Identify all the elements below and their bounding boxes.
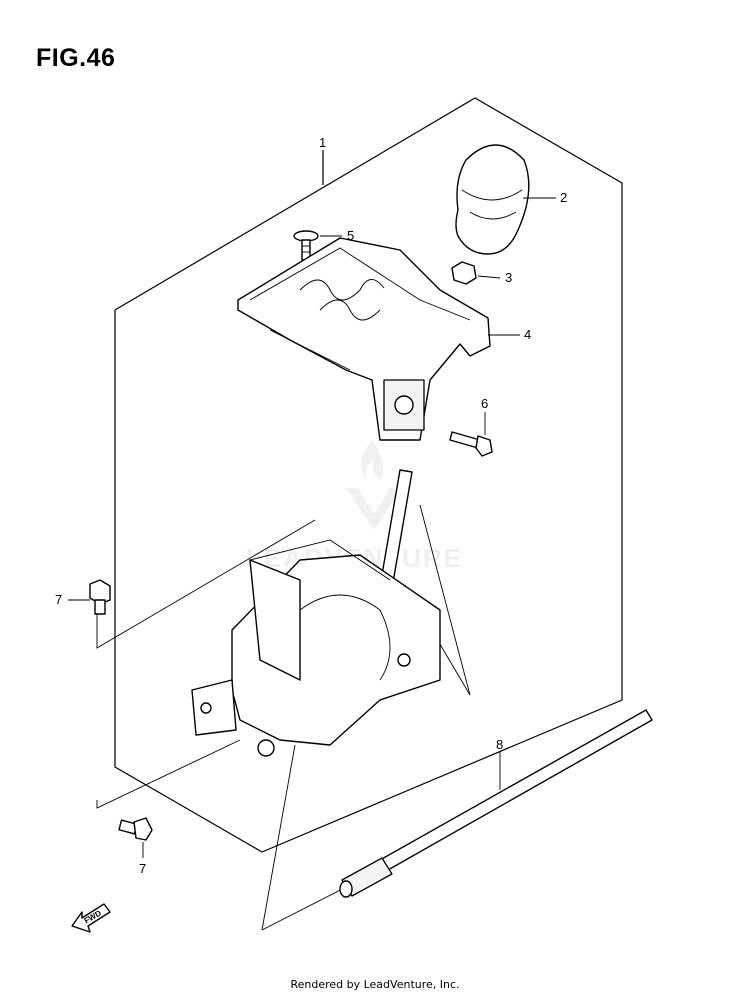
callout-7-upper: 7 — [55, 592, 63, 607]
callout-1: 1 — [319, 135, 327, 150]
assembly-outline — [114, 97, 623, 853]
shift-knob — [455, 144, 556, 255]
callout-5: 5 — [347, 228, 355, 243]
control-cable — [339, 709, 653, 898]
callout-6: 6 — [481, 396, 489, 411]
nut — [451, 261, 501, 285]
callout-4: 4 — [524, 327, 532, 342]
figure-title: FIG.46 — [36, 44, 116, 72]
callout-8: 8 — [496, 737, 504, 752]
fwd-arrow-icon: FWD — [71, 903, 111, 933]
render-credit: Rendered by LeadVenture, Inc. — [290, 978, 460, 991]
callout-7-lower: 7 — [139, 861, 147, 876]
indicator-housing — [237, 237, 520, 441]
shift-lever-assembly — [191, 469, 441, 757]
bolt-left-upper — [68, 579, 111, 615]
bolt-left-lower — [118, 817, 153, 858]
bolt-side — [449, 412, 493, 457]
callout-2: 2 — [560, 190, 568, 205]
callout-3: 3 — [505, 270, 513, 285]
